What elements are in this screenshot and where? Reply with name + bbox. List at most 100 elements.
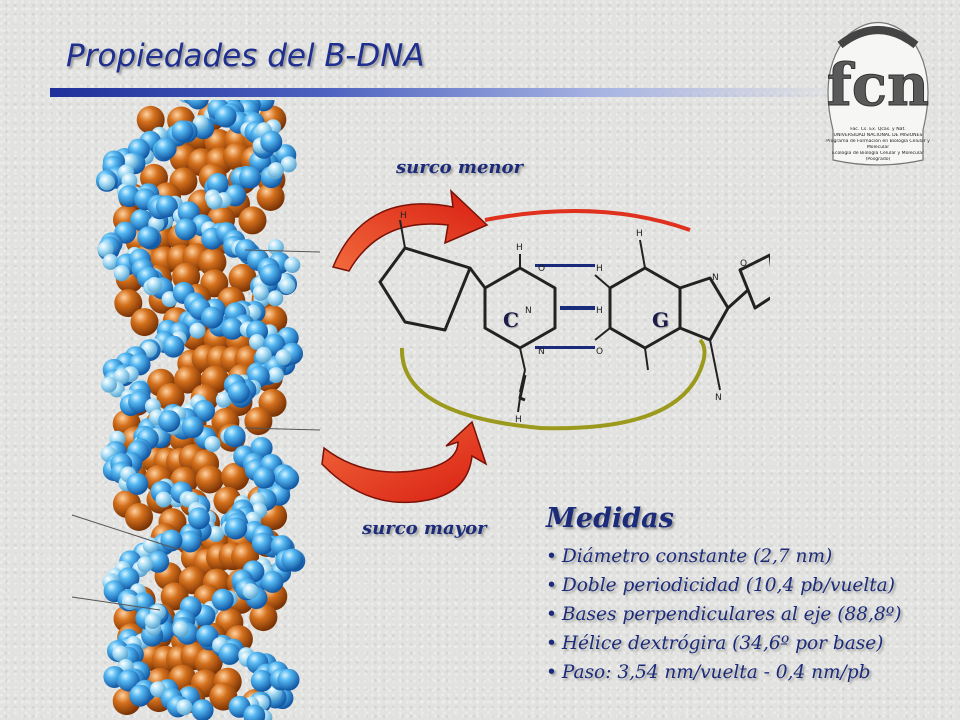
backbone-atom [284,257,301,273]
backbone-atom [146,277,163,293]
backbone-atom [128,390,151,413]
university-logo: fcn [826,22,930,166]
backbone-atom [208,526,224,542]
backbone-atom [249,334,265,350]
svg-text:O: O [740,259,747,269]
dna-space-filling-model [71,100,321,720]
logo-line: Molecular [866,145,890,150]
backbone-atom [117,567,140,590]
base-cytosine-label: C [503,308,519,332]
backbone-atom [193,399,215,422]
backbone-atom [150,681,166,698]
backbone-atom [221,317,244,340]
backbone-atom [126,472,149,495]
backbone-atom [252,284,269,301]
backbone-atom [280,156,297,173]
base-atom [156,383,185,412]
backbone-atom [113,265,130,282]
backbone-atom [243,704,266,720]
backbone-atom [277,467,300,490]
backbone-atom [101,376,117,393]
minor-groove-arrow [331,189,489,272]
logo-caption: Fac. Cs. Ex. Qcas. y Nat. UNIVERSIDAD NA… [808,127,948,163]
backbone-atom [179,530,202,553]
backbone-atom [250,669,273,692]
svg-text:H: H [516,243,523,253]
backbone-atom [155,491,172,508]
backbone-atom [102,253,119,270]
backbone-atom [260,130,283,153]
base-atom [228,263,257,292]
base-atom [256,183,285,211]
svg-text:fcn: fcn [827,51,929,119]
svg-text:O: O [538,264,545,274]
backbone-atom [279,277,296,294]
backbone-atom [189,322,206,339]
base-atom [244,407,273,436]
backbone-atom [97,241,114,258]
backbone-atom [112,645,129,662]
backbone-atom [215,391,232,408]
slide-title: Propiedades del B-DNA [66,38,425,74]
base-atom [249,603,278,632]
base-guanine-label: G [652,308,670,332]
base-atom [174,365,202,394]
logo-line: Ecología de Biología Celular y Molecular [832,151,924,156]
list-item: •Diámetro constante (2,7 nm) [546,542,902,571]
base-atom [198,248,227,277]
backbone-atom [121,594,138,611]
backbone-atom [214,105,237,128]
backbone-atom [187,507,210,530]
bullet-icon: • [546,546,557,567]
backbone-atom [177,201,200,224]
backbone-atom [267,367,284,384]
svg-text:O: O [596,347,603,357]
bullet-icon: • [546,575,557,596]
backbone-atom [155,195,178,218]
backbone-atom [173,621,189,637]
backbone-atom [117,669,140,692]
base-atom [130,308,159,337]
list-item-text: Hélice dextrógira (34,6º por base) [561,633,884,654]
list-item-text: Bases perpendiculares al eje (88,8º) [561,604,902,625]
backbone-atom [181,416,204,439]
major-groove-arrow [321,420,488,504]
backbone-atom [160,529,183,552]
backbone-atom [261,570,284,593]
backbone-atom [268,162,284,179]
svg-text:N: N [525,306,532,316]
medidas-heading: Medidas [546,503,674,534]
backbone-atom [204,436,221,452]
svg-text:H: H [596,306,603,316]
backbone-atom [281,548,304,571]
list-item: •Doble periodicidad (10,4 pb/vuelta) [546,571,902,600]
backbone-atom [211,588,234,611]
backbone-atom [223,425,246,448]
bullet-icon: • [546,662,557,683]
major-groove-label: surco mayor [362,518,487,539]
backbone-atom [267,290,284,307]
svg-text:H: H [636,229,643,239]
svg-text:H: H [400,211,407,221]
backbone-atom [242,583,259,600]
logo-line: UNIVERSIDAD NACIONAL DE MISIONES [833,133,923,138]
list-item: •Hélice dextrógira (34,6º por base) [546,629,902,658]
backbone-atom [130,209,153,231]
backbone-atom [176,699,193,716]
logo-line: (Posgrado) [865,157,891,162]
backbone-atom [253,466,276,489]
backbone-atom [187,100,209,110]
backbone-atom [158,410,181,433]
base-atom [221,462,250,491]
backbone-atom [225,517,248,540]
backbone-atom [255,346,272,363]
cg-base-pair-structure: H O N N H H O H N N H H O [378,209,770,431]
base-atom [114,289,143,318]
backbone-atom [206,193,223,210]
svg-text:H: H [515,415,522,425]
backbone-atom [218,642,241,665]
backbone-atom [144,613,161,629]
backbone-atom [154,137,177,160]
backbone-atom [129,684,152,707]
svg-text:N: N [538,347,545,357]
